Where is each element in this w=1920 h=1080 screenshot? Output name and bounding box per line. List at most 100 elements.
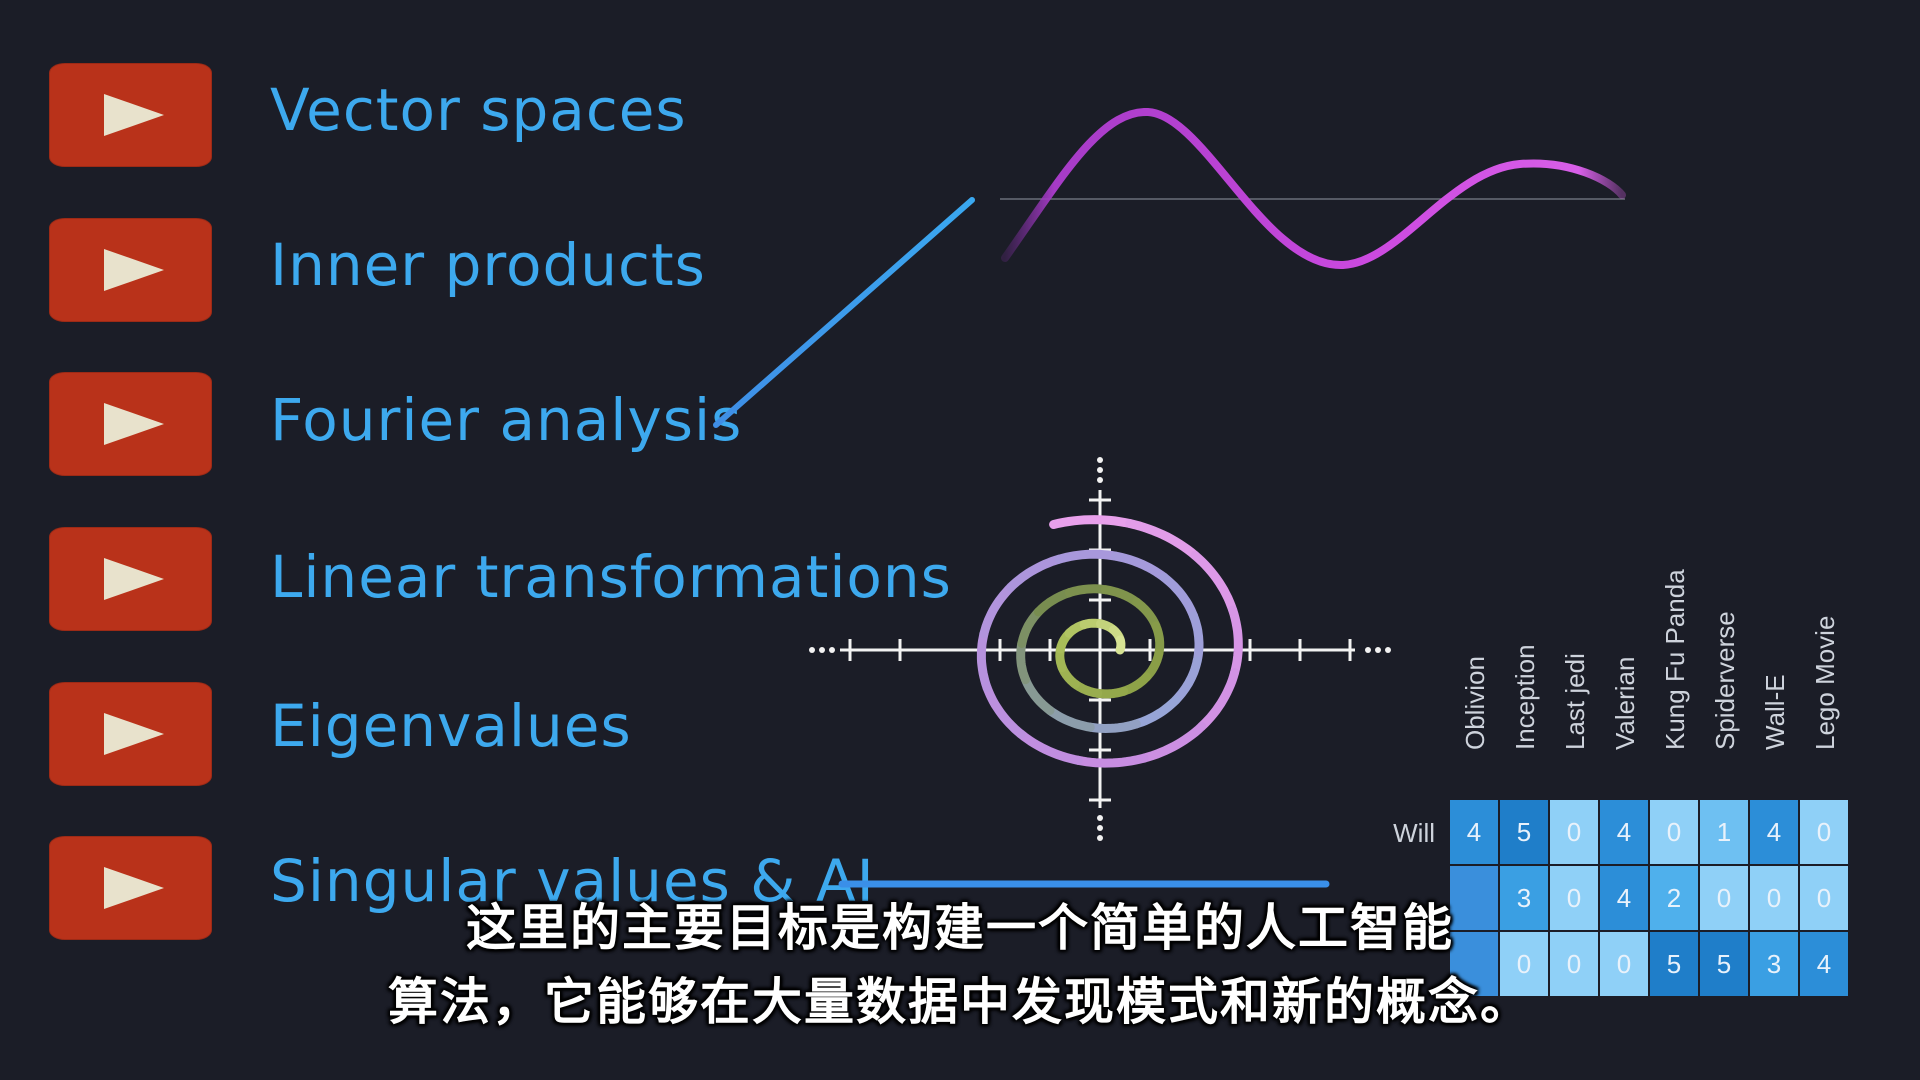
play-icon: [104, 713, 164, 755]
matrix-cell: 0: [1550, 866, 1599, 931]
matrix-column-label: Oblivion: [1460, 656, 1490, 750]
matrix-column-label: Lego Movie: [1810, 615, 1840, 750]
spiral-segment: [976, 629, 992, 693]
matrix-cell: 5: [1500, 800, 1549, 865]
spiral-segment: [1033, 588, 1074, 617]
axis-dot: [1375, 647, 1381, 653]
spiral-segment: [1016, 729, 1083, 765]
matrix-column-label: Spiderverse: [1710, 611, 1740, 750]
play-button[interactable]: [49, 836, 212, 940]
matrix-cell: 4: [1600, 800, 1649, 865]
matrix-cell: 5: [1650, 932, 1699, 997]
spiral-segment: [1139, 721, 1207, 763]
matrix-column-label: Inception: [1510, 644, 1540, 750]
spiral-segment: [982, 683, 1026, 739]
matrix-cell: 0: [1700, 866, 1749, 931]
spiral-segment: [1151, 621, 1165, 658]
topic-label[interactable]: Eigenvalues: [270, 692, 632, 760]
matrix-cell: 0: [1600, 932, 1649, 997]
matrix-cell: 0: [1550, 800, 1599, 865]
spiral-segment: [1064, 584, 1110, 598]
matrix-cell: 0: [1550, 932, 1599, 997]
spiral-segment: [1171, 656, 1202, 705]
matrix-column-label: Valerian: [1610, 656, 1640, 750]
diagonal-line: [713, 197, 975, 428]
matrix-cell: 0: [1800, 866, 1849, 931]
play-icon: [104, 94, 164, 136]
play-button[interactable]: [49, 527, 212, 631]
play-icon: [104, 403, 164, 445]
matrix-cell: 4: [1800, 932, 1849, 997]
spiral-segment: [1189, 611, 1204, 666]
spiral-segment: [979, 582, 1016, 639]
topic-label[interactable]: Inner products: [270, 231, 706, 299]
axis-dot: [1365, 647, 1371, 653]
play-button[interactable]: [49, 218, 212, 322]
spiral-segment: [1119, 672, 1152, 696]
subtitle-line-1: 这里的主要目标是构建一个简单的人工智能: [466, 899, 1454, 957]
matrix-cell: 0: [1750, 866, 1799, 931]
spiral-segment: [1085, 719, 1141, 734]
spiral-segment: [1159, 572, 1198, 621]
matrix-cell: 4: [1450, 800, 1499, 865]
spiral-segment: [1131, 695, 1181, 729]
play-button[interactable]: [49, 682, 212, 786]
axis-dot: [809, 647, 815, 653]
axis-dot: [1097, 835, 1103, 841]
matrix-cell: 0: [1800, 800, 1849, 865]
axis-dot: [1097, 457, 1103, 463]
spiral-segment: [1142, 648, 1164, 682]
spiral-segment: [1197, 668, 1240, 731]
axis-dot: [1097, 467, 1103, 473]
matrix-cell: [1450, 932, 1499, 997]
topic-label[interactable]: Vector spaces: [270, 76, 687, 144]
play-icon: [104, 558, 164, 600]
spiral-segment: [1045, 706, 1095, 732]
play-icon: [104, 867, 164, 909]
matrix-cell: 3: [1750, 932, 1799, 997]
spiral-segment: [1190, 550, 1238, 615]
topic-label[interactable]: Linear transformations: [270, 543, 952, 611]
spiral-segment: [1100, 585, 1142, 607]
axis-dot: [819, 647, 825, 653]
matrix-cell: 0: [1650, 800, 1699, 865]
matrix-cell: 2: [1650, 866, 1699, 931]
spiral-segment: [1006, 554, 1064, 592]
play-icon: [104, 249, 164, 291]
spiral-segment: [1017, 607, 1043, 648]
matrix-column-label: Last jedi: [1560, 653, 1590, 750]
spiral-segment: [1132, 597, 1161, 631]
matrix-row-label: Will: [1393, 818, 1435, 848]
matrix-cell: 4: [1600, 866, 1649, 931]
spiral-segment: [1016, 639, 1030, 685]
topic-label[interactable]: Singular values & AI: [270, 847, 875, 915]
spiral-segment: [1073, 753, 1149, 768]
spiral-segment: [1021, 675, 1055, 715]
matrix-cell: 4: [1750, 800, 1799, 865]
axis-dot: [829, 647, 835, 653]
matrix-cell: 1: [1700, 800, 1749, 865]
spiral-segment: [1125, 519, 1200, 560]
matrix-cell: 3: [1500, 866, 1549, 931]
spiral-segment: [1054, 549, 1120, 564]
axis-dot: [1097, 825, 1103, 831]
matrix-column-label: Wall-E: [1760, 674, 1790, 750]
matrix-cell: 5: [1700, 932, 1749, 997]
wave-curve: [1001, 107, 1626, 270]
subtitle-line-2: 算法，它能够在大量数据中发现模式和新的概念。: [388, 973, 1532, 1031]
matrix-column-label: Kung Fu Panda: [1660, 569, 1690, 750]
axis-dot: [1385, 647, 1391, 653]
spiral-segment: [1115, 635, 1126, 655]
axis-dot: [1097, 477, 1103, 483]
topic-label[interactable]: Fourier analysis: [270, 386, 743, 454]
axis-dot: [1097, 815, 1103, 821]
play-button[interactable]: [49, 372, 212, 476]
matrix-cell: 0: [1500, 932, 1549, 997]
play-button[interactable]: [49, 63, 212, 167]
spiral-segment: [1049, 515, 1135, 529]
spiral-segment: [1228, 605, 1243, 678]
spiral-segment: [1110, 551, 1169, 582]
matrix-cell: [1450, 866, 1499, 931]
